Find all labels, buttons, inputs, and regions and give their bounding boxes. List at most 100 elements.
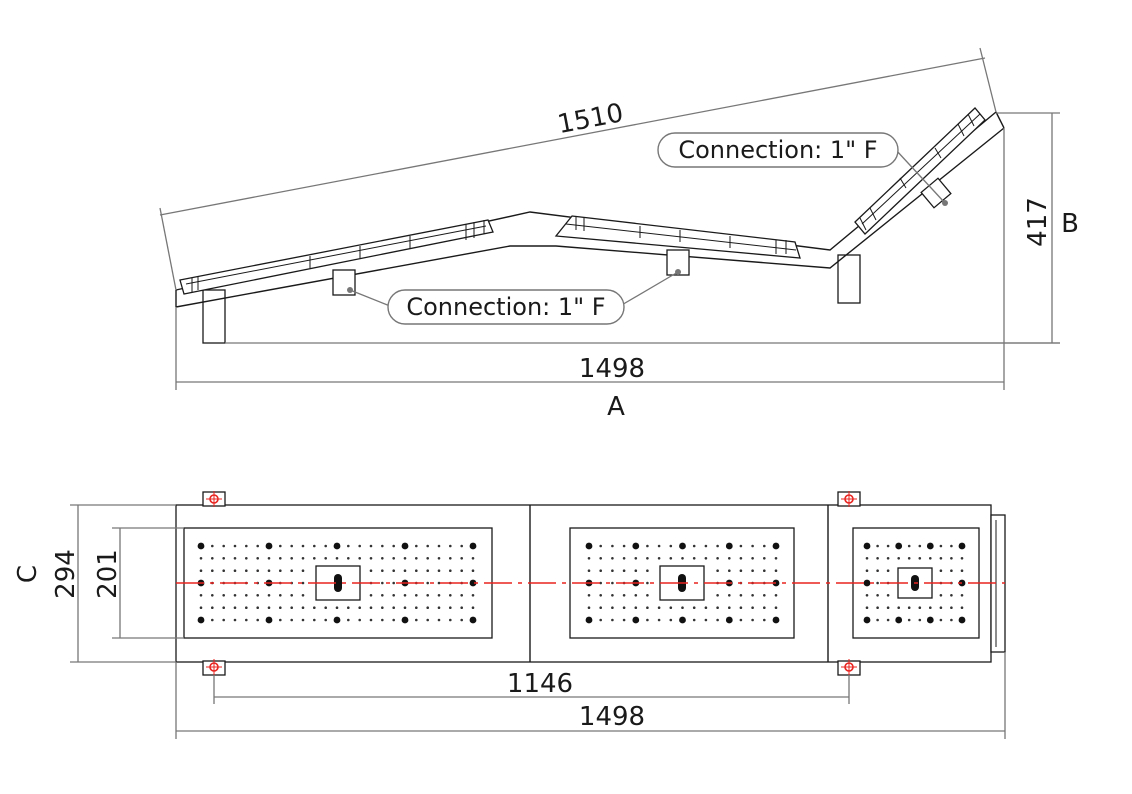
dim-hole-spacing-text: 1146 bbox=[507, 669, 573, 699]
perforation-hole-small bbox=[381, 594, 384, 597]
perforation-hole-small bbox=[692, 618, 696, 622]
perforation-hole-large bbox=[895, 616, 903, 624]
perforation-hole-small bbox=[347, 618, 350, 622]
perforation-hole-small bbox=[369, 557, 373, 560]
perforation-hole-small bbox=[301, 581, 305, 585]
perforation-hole-small bbox=[449, 618, 452, 622]
perforation-hole-large bbox=[679, 542, 686, 550]
perforation-hole-small bbox=[460, 557, 464, 560]
panel-middle-rail bbox=[565, 223, 797, 251]
perforation-hole-small bbox=[646, 569, 649, 572]
perforation-hole-small bbox=[313, 544, 316, 548]
perforation-hole-large bbox=[632, 616, 640, 624]
perforation-hole-small bbox=[256, 606, 260, 609]
panel-clips bbox=[191, 113, 975, 292]
perforation-hole-small bbox=[437, 594, 441, 597]
perforation-hole-small bbox=[211, 618, 214, 622]
perforation-hole-small bbox=[599, 544, 602, 548]
perforation-hole-small bbox=[233, 606, 237, 609]
perforation-hole-small bbox=[222, 544, 225, 548]
perforation-hole-small bbox=[739, 557, 743, 560]
perforation-hole-small bbox=[646, 544, 649, 548]
perforation-hole-small bbox=[290, 594, 294, 597]
perforation-hole-small bbox=[716, 557, 719, 560]
callout-upper-text: Connection: 1" F bbox=[678, 136, 877, 164]
perforation-hole-large bbox=[401, 542, 409, 550]
perforation-hole-large bbox=[585, 542, 593, 550]
dim-side-letter: A bbox=[607, 392, 625, 422]
perforation-hole-small bbox=[369, 618, 373, 622]
perforation-hole-small bbox=[939, 557, 943, 560]
perforation-hole-small bbox=[876, 557, 879, 560]
perforation-hole-small bbox=[449, 594, 452, 597]
perforation-hole-small bbox=[290, 544, 294, 548]
perforation-hole-small bbox=[876, 569, 879, 572]
perforation-hole-small bbox=[437, 581, 441, 585]
perforation-hole-small bbox=[751, 557, 754, 560]
perforation-hole-small bbox=[646, 557, 649, 560]
perforation-hole-small bbox=[381, 557, 384, 560]
perforation-hole-large bbox=[469, 579, 477, 587]
panel-right-rail bbox=[861, 113, 981, 225]
perforation-hole-small bbox=[426, 557, 430, 560]
perforation-hole-small bbox=[865, 569, 869, 572]
perforation-hole-large bbox=[469, 542, 477, 550]
perforation-hole-small bbox=[324, 618, 328, 622]
perforation-hole-small bbox=[929, 557, 932, 560]
perforation-hole-large bbox=[926, 616, 934, 624]
perforation-hole-small bbox=[739, 544, 743, 548]
perforation-hole-small bbox=[886, 594, 890, 597]
perforation-hole-small bbox=[704, 606, 708, 609]
perforation-hole-small bbox=[774, 594, 778, 597]
perforation-hole-small bbox=[599, 618, 602, 622]
perforation-hole-small bbox=[392, 569, 396, 572]
perforation-hole-small bbox=[245, 606, 248, 609]
perforation-hole-small bbox=[599, 557, 602, 560]
perforation-hole-small bbox=[358, 544, 362, 548]
dim-side-length-text: 1498 bbox=[579, 354, 645, 384]
perforation-hole-small bbox=[256, 557, 260, 560]
dim-top-length-text: 1498 bbox=[579, 702, 645, 732]
perforation-hole-small bbox=[437, 544, 441, 548]
perforation-hole-small bbox=[245, 618, 248, 622]
right-leg bbox=[837, 254, 861, 304]
perforation-hole-small bbox=[918, 557, 922, 560]
perforation-hole-small bbox=[415, 618, 418, 622]
perforation-hole-small bbox=[279, 594, 282, 597]
perforation-hole-small bbox=[692, 606, 696, 609]
perforation-hole-small bbox=[907, 606, 911, 609]
perforation-hole-small bbox=[256, 544, 260, 548]
panel-left-rail bbox=[185, 225, 487, 285]
perforation-hole-small bbox=[774, 557, 778, 560]
perforation-hole-small bbox=[918, 544, 922, 548]
perforation-hole-small bbox=[324, 606, 328, 609]
perforation-hole-small bbox=[222, 594, 225, 597]
perforation-hole-large bbox=[469, 616, 477, 624]
perforation-hole-small bbox=[211, 594, 214, 597]
perforation-hole-small bbox=[939, 594, 943, 597]
perforation-hole-small bbox=[415, 544, 418, 548]
perforation-hole-small bbox=[897, 557, 900, 560]
perforation-hole-small bbox=[763, 618, 766, 622]
perforation-hole-small bbox=[739, 618, 743, 622]
perforation-hole-large bbox=[333, 542, 341, 550]
perforation-hole-small bbox=[426, 606, 430, 609]
perforation-hole-small bbox=[460, 606, 464, 609]
perforation-hole-small bbox=[460, 544, 464, 548]
perforation-hole-small bbox=[950, 557, 953, 560]
perforation-hole-small bbox=[939, 606, 943, 609]
perforation-hole-small bbox=[692, 557, 696, 560]
dim-height-letter: B bbox=[1061, 209, 1079, 239]
perforation-hole-small bbox=[267, 557, 271, 560]
perforation-hole-small bbox=[233, 544, 237, 548]
perforation-hole-small bbox=[587, 557, 591, 560]
perforation-hole-small bbox=[751, 569, 754, 572]
perforation-hole-small bbox=[392, 618, 396, 622]
perforation-hole-small bbox=[437, 557, 441, 560]
perforation-hole-small bbox=[939, 618, 943, 622]
perforation-hole-large bbox=[401, 616, 409, 624]
perforation-hole-small bbox=[211, 557, 214, 560]
perforation-hole-large bbox=[863, 616, 871, 624]
perforation-hole-small bbox=[669, 557, 673, 560]
perforation-hole-small bbox=[918, 618, 922, 622]
